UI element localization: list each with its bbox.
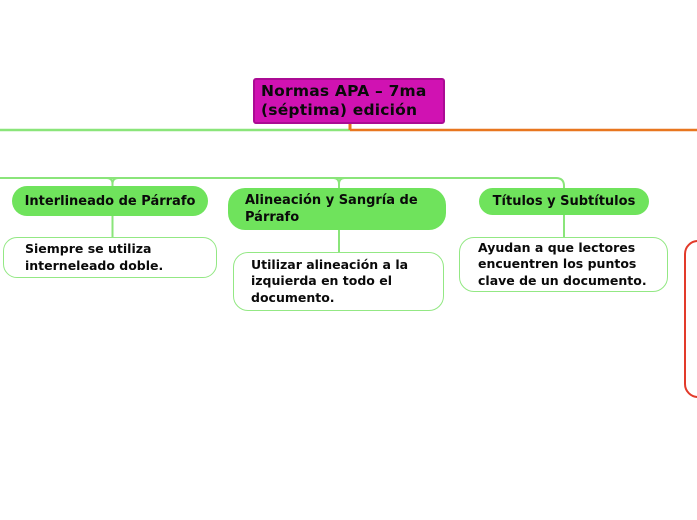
topic-node-titulos[interactable]: Títulos y Subtítulos: [479, 188, 649, 215]
topic-node-interlineado[interactable]: Interlineado de Párrafo: [12, 186, 208, 216]
note-node-titulos[interactable]: Ayudan a que lectores encuentren los pun…: [459, 237, 668, 292]
drop-line-2: [333, 177, 345, 252]
topic-node-alineacion[interactable]: Alineación y Sangría de Párrafo: [228, 188, 446, 230]
drop-line-1: [106, 177, 119, 237]
note-text: Siempre se utiliza interneleado doble.: [25, 241, 164, 273]
topic-label: Interlineado de Párrafo: [24, 193, 196, 209]
partial-topic-node-red[interactable]: [684, 240, 697, 398]
note-text: Utilizar alineación a la izquierda en to…: [251, 256, 409, 305]
note-node-interlineado[interactable]: Siempre se utiliza interneleado doble.: [3, 237, 217, 278]
topic-label: Alineación y Sangría de Párrafo: [245, 193, 418, 225]
note-node-alineacion[interactable]: Utilizar alineación a la izquierda en to…: [233, 252, 444, 311]
note-text: Ayudan a que lectores encuentren los pun…: [478, 239, 647, 288]
central-topic-label: Normas APA – 7ma (séptima) edición: [261, 82, 427, 119]
central-topic-node[interactable]: Normas APA – 7ma (séptima) edición: [253, 78, 445, 124]
topic-label: Títulos y Subtítulos: [492, 194, 636, 209]
subbranch-rail: [0, 177, 565, 237]
